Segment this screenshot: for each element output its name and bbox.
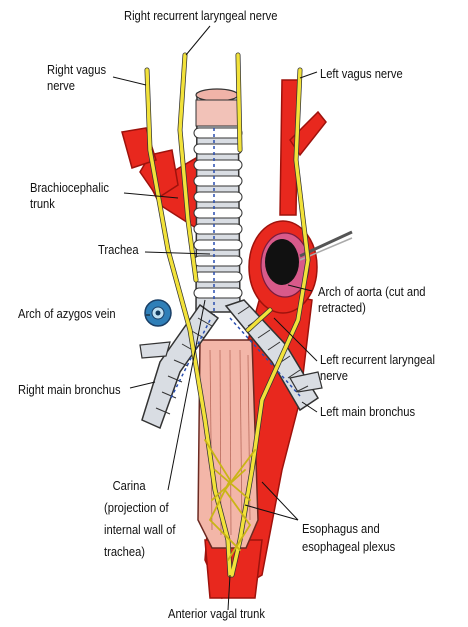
azygos-vein [145,300,171,326]
label-arch-of-aorta: Arch of aorta (cut and retracted) [318,284,426,316]
label-arch-of-azygos-vein: Arch of azygos vein [18,306,116,322]
label-esophagus: Esophagus and esophageal plexus [302,520,395,556]
label-left-vagus-nerve: Left vagus nerve [320,66,403,82]
aorta-lumen [265,239,299,285]
label-brachiocephalic-trunk: Brachiocephalic trunk [30,180,109,212]
label-right-main-bronchus: Right main bronchus [18,382,121,398]
label-trachea: Trachea [98,242,139,258]
label-carina: Carina (projection of internal wall of t… [104,475,175,563]
label-left-recurrent-laryngeal-nerve: Left recurrent laryngeal nerve [320,352,435,384]
label-left-main-bronchus: Left main bronchus [320,404,415,420]
label-anterior-vagal-trunk: Anterior vagal trunk [168,606,265,622]
label-right-vagus-nerve: Right vagus nerve [47,62,106,94]
label-right-recurrent-laryngeal-nerve: Right recurrent laryngeal nerve [124,8,277,24]
trachea [194,89,242,318]
